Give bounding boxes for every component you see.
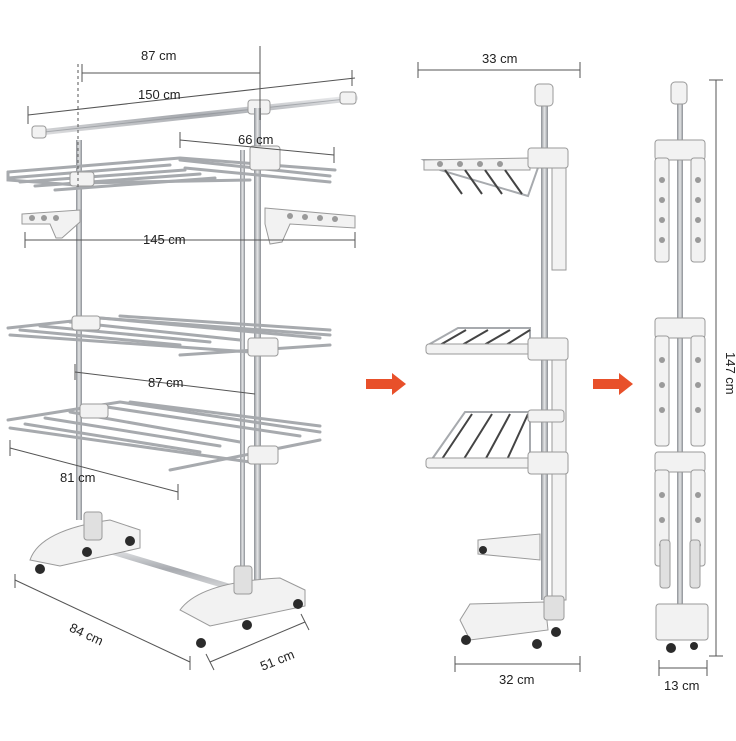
dim-folded-depth: 33 cm: [482, 51, 517, 66]
unfolded-rack: 87 cm 150 cm 66 cm 145 cm 87 cm 81 cm 84…: [6, 46, 358, 674]
stored-middle-panel: [654, 317, 706, 447]
dim-height: 147 cm: [723, 352, 736, 395]
folded-lower-shelf: [425, 409, 569, 475]
dim-wing-span: 145 cm: [143, 232, 186, 247]
stored-upper-panel: [654, 139, 706, 263]
dim-stored-width: 13 cm: [664, 678, 699, 693]
dim-full-width: 150 cm: [138, 87, 181, 102]
wing-brackets: [21, 207, 356, 245]
folded-middle-shelf: [425, 327, 569, 361]
arrow-right-icon: [366, 373, 406, 395]
folded-dimension-lines: [417, 62, 581, 672]
dim-top-width: 87 cm: [141, 48, 176, 63]
middle-shelf: [6, 314, 332, 357]
folded-base: [459, 533, 565, 649]
wheel-icon: [242, 620, 252, 630]
stored-rack: 147 cm 13 cm: [654, 79, 736, 693]
dim-shelf-depth: 81 cm: [60, 470, 95, 485]
wheel-icon: [125, 536, 135, 546]
arrow-right-icon: [593, 373, 633, 395]
unfolded-dimension-lines: [9, 46, 356, 671]
wheel-icon: [82, 547, 92, 557]
wheel-icon: [479, 546, 487, 554]
wheel-icon: [666, 643, 676, 653]
dim-wing-width: 66 cm: [238, 132, 273, 147]
dim-folded-base: 32 cm: [499, 672, 534, 687]
lower-shelf: [6, 400, 322, 472]
dim-base-length: 84 cm: [67, 620, 105, 649]
folded-rack: 33 cm 32 cm: [417, 51, 581, 687]
rack-base: [29, 511, 306, 648]
dim-shelf-width: 87 cm: [148, 375, 183, 390]
wheel-icon: [196, 638, 206, 648]
wheel-icon: [551, 627, 561, 637]
wheel-icon: [532, 639, 542, 649]
wheel-icon: [690, 642, 698, 650]
dim-base-depth: 51 cm: [258, 647, 296, 674]
wheel-icon: [293, 599, 303, 609]
wheel-icon: [35, 564, 45, 574]
upper-shelf: [6, 156, 337, 192]
wheel-icon: [461, 635, 471, 645]
stored-dimension-lines: [658, 79, 723, 676]
folded-upper-shelf: [420, 147, 569, 198]
